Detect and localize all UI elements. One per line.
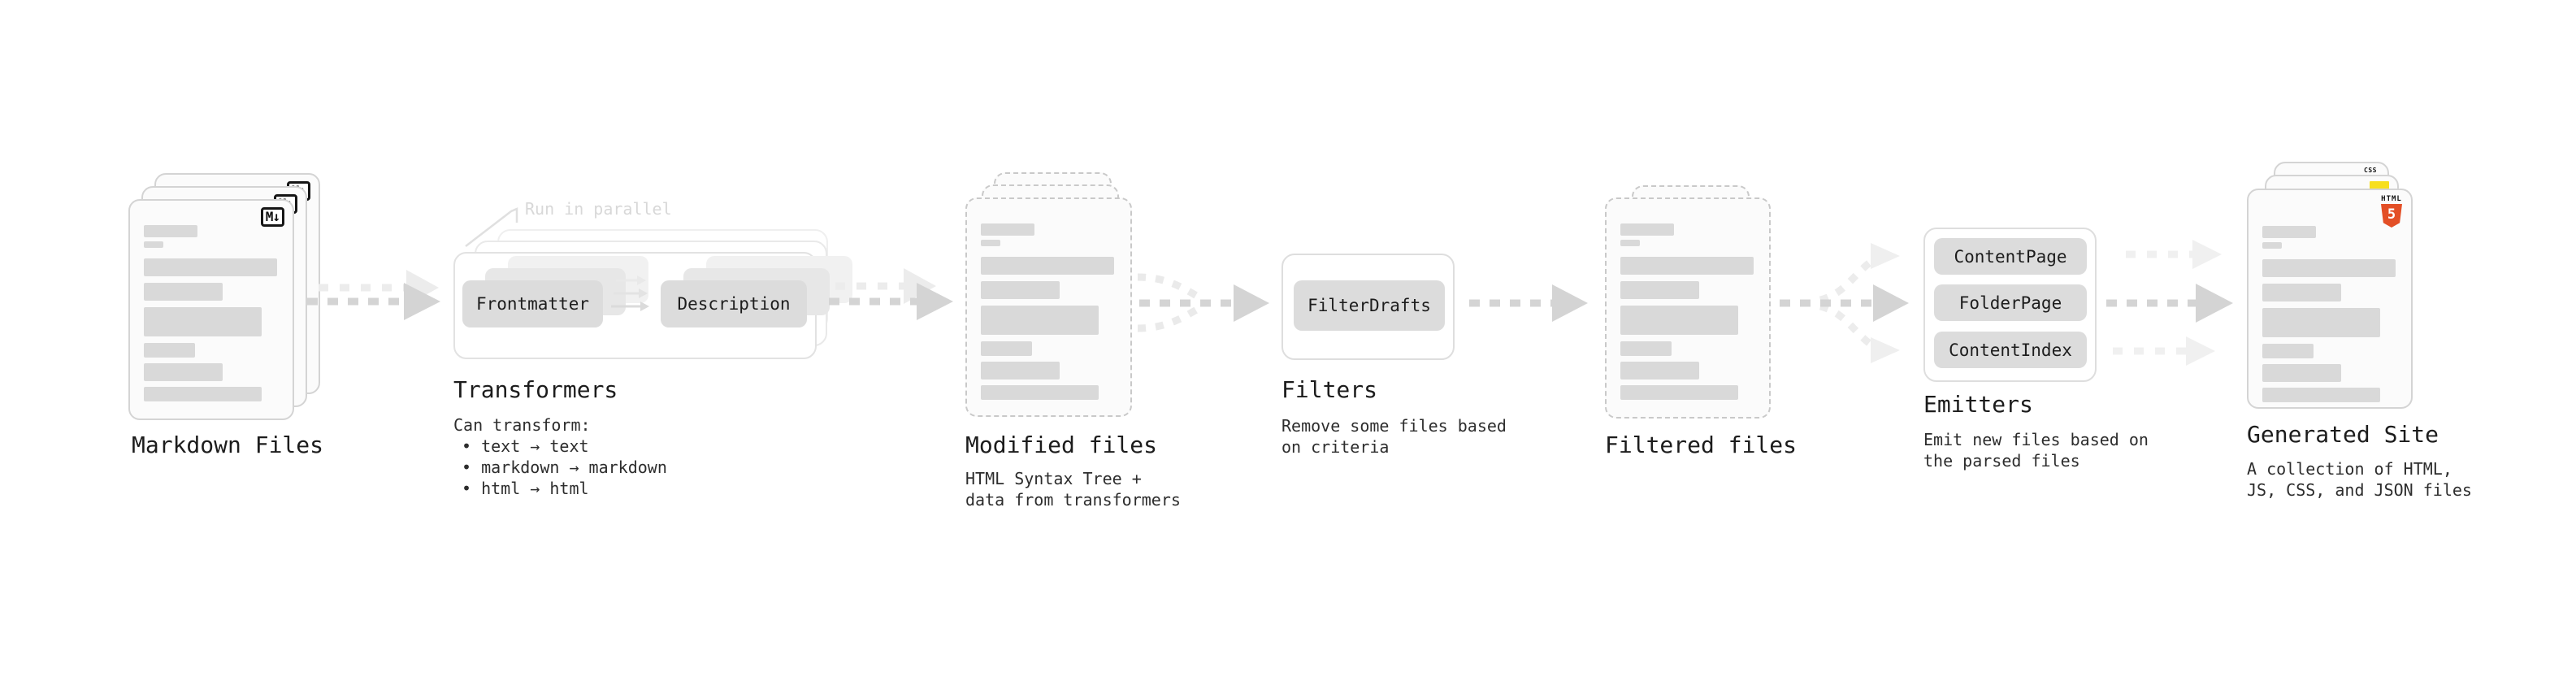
transformers-description: Can transform: • text → text • markdown … (453, 414, 667, 499)
markdown-files-title: Markdown Files (132, 432, 324, 458)
html5-icon: HTML 5 (2380, 195, 2403, 228)
filtered-file-card-front (1605, 197, 1771, 419)
desc-line: on criteria (1281, 437, 1390, 457)
text-line-placeholders (2262, 226, 2400, 402)
desc-line: data from transformers (965, 490, 1181, 510)
transformers-bullet: • text → text (462, 436, 589, 456)
markdown-icon: M↓ (260, 207, 284, 227)
filters-title: Filters (1281, 376, 1378, 403)
generated-site-description: A collection of HTML, JS, CSS, and JSON … (2247, 458, 2472, 501)
emitter-contentindex-pill: ContentIndex (1934, 332, 2087, 368)
desc-line: A collection of HTML, (2247, 459, 2452, 479)
flow-arrow-modified-to-filters (1137, 273, 1269, 332)
emitters-title: Emitters (1923, 391, 2033, 418)
generated-file-card-html: HTML 5 (2247, 189, 2413, 409)
text-line-placeholders (981, 223, 1119, 400)
run-in-parallel-note: Run in parallel (525, 199, 672, 219)
text-line-placeholders (144, 225, 282, 401)
flow-arrow-markdown-to-transformers (307, 270, 440, 320)
transformers-bullet: • html → html (462, 479, 589, 498)
desc-line: Remove some files based (1281, 416, 1507, 436)
modified-files-description: HTML Syntax Tree + data from transformer… (965, 468, 1181, 510)
transformers-desc-heading: Can transform: (453, 415, 591, 435)
emitter-contentpage-pill: ContentPage (1934, 238, 2087, 275)
generated-site-title: Generated Site (2247, 421, 2439, 448)
modified-files-title: Modified files (965, 432, 1158, 458)
desc-line: the parsed files (1923, 451, 2080, 471)
desc-line: HTML Syntax Tree + (965, 469, 1142, 488)
modified-file-card-front (965, 197, 1132, 417)
emitters-description: Emit new files based on the parsed files (1923, 429, 2149, 471)
transformer-frontmatter-pill: Frontmatter (462, 280, 603, 327)
flow-arrow-filtered-to-emitters (1780, 243, 1909, 363)
transformer-description-pill: Description (661, 280, 807, 327)
transformers-title: Transformers (453, 376, 618, 403)
markdown-file-card-front: M↓ (128, 199, 294, 420)
filter-drafts-pill: FilterDrafts (1294, 280, 1445, 331)
filtered-files-title: Filtered files (1605, 432, 1798, 458)
desc-line: JS, CSS, and JSON files (2247, 480, 2472, 500)
desc-line: Emit new files based on (1923, 430, 2149, 449)
flow-arrow-filters-to-filtered (1469, 284, 1588, 322)
filters-description: Remove some files based on criteria (1281, 415, 1507, 458)
text-line-placeholders (1620, 223, 1759, 400)
transformers-bullet: • markdown → markdown (462, 458, 667, 477)
emitter-folderpage-pill: FolderPage (1934, 284, 2087, 321)
flow-arrow-emitters-to-generated (2106, 240, 2233, 366)
